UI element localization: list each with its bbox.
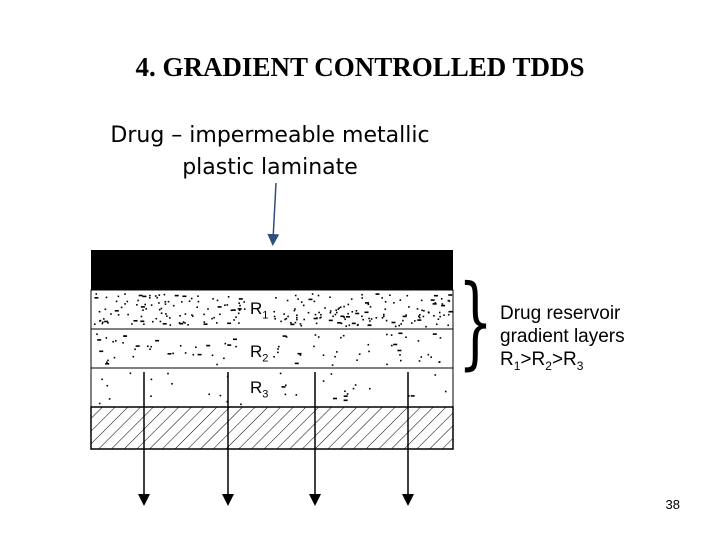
drug-particles-r1 bbox=[94, 293, 453, 328]
layer-label-r2: R2 bbox=[248, 342, 271, 365]
laminate-caption-line2: plastic laminate bbox=[182, 155, 358, 180]
drug-particles-r2 bbox=[96, 332, 442, 366]
layer-label-r2-letter: R bbox=[250, 342, 263, 361]
reservoir-r2-letter: >R bbox=[520, 349, 546, 370]
laminate-caption: Drug – impermeable metallic plastic lami… bbox=[50, 120, 490, 184]
reservoir-r1-letter: R bbox=[500, 349, 514, 370]
reservoir-line3: R1>R2>R3 bbox=[500, 348, 700, 378]
hatched-membrane-layer bbox=[90, 406, 454, 450]
reservoir-r3-letter: >R bbox=[551, 349, 577, 370]
reservoir-r3-sub: 3 bbox=[576, 358, 584, 373]
layer-label-r3-letter: R bbox=[250, 378, 263, 397]
drug-particles-r3 bbox=[98, 372, 447, 406]
layer-label-r1: R1 bbox=[248, 299, 271, 322]
reservoir-description: Drug reservoir gradient layers R1>R2>R3 bbox=[500, 302, 700, 378]
laminate-pointer-arrow bbox=[267, 182, 280, 246]
page-number: 38 bbox=[665, 497, 680, 512]
reservoir-r2-sub: 2 bbox=[545, 358, 552, 373]
layer-label-r3-sub: 3 bbox=[262, 388, 269, 401]
reservoir-layer-r2 bbox=[90, 328, 454, 369]
reservoir-line1: Drug reservoir bbox=[500, 303, 621, 324]
reservoir-layer-r3 bbox=[90, 367, 454, 408]
layer-label-r3: R3 bbox=[248, 378, 271, 401]
reservoir-brace: } bbox=[458, 263, 493, 380]
layer-label-r1-sub: 1 bbox=[262, 309, 269, 322]
slide-title: 4. GRADIENT CONTROLLED TDDS bbox=[135, 52, 585, 82]
layer-label-r2-sub: 2 bbox=[262, 352, 269, 365]
impermeable-laminate-layer bbox=[91, 250, 453, 290]
laminate-caption-line1: Drug – impermeable metallic bbox=[110, 123, 430, 148]
reservoir-line2: gradient layers bbox=[500, 326, 625, 347]
reservoir-r1-sub: 1 bbox=[513, 358, 521, 373]
layer-label-r1-letter: R bbox=[250, 299, 263, 318]
